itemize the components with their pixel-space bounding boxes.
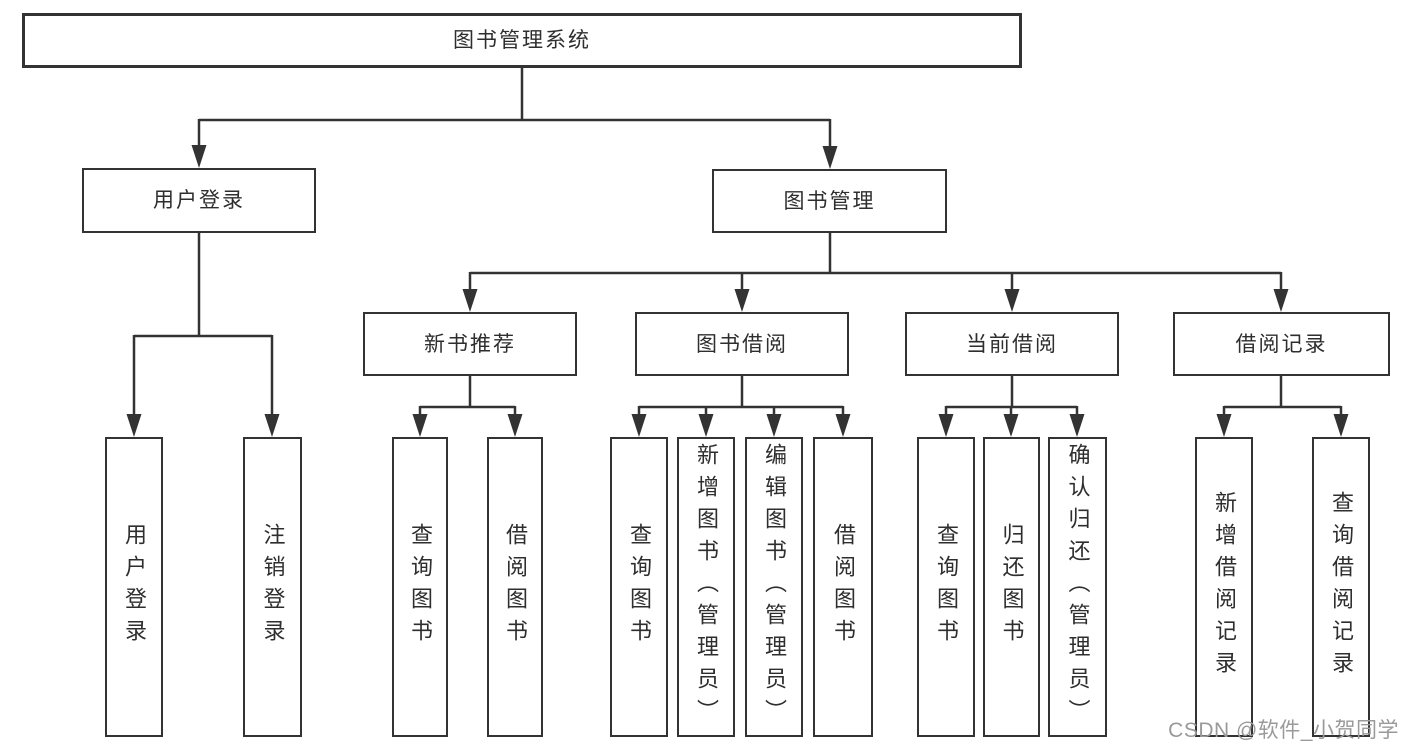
node-book-management-box: 图书管理 [712,169,947,233]
arrowhead-down-icon [734,289,750,312]
leaf-query-books-3-label: 查询图书 [934,523,959,651]
node-borrow-records-label: 借阅记录 [1235,332,1328,356]
node-book-borrow-box: 图书借阅 [635,312,849,376]
leaf-borrow-books-2-label: 借阅图书 [831,523,856,651]
node-user-login-label: 用户登录 [153,189,245,212]
leaf-user-login-box: 用户登录 [105,437,163,737]
leaf-logout-box: 注销登录 [243,437,302,737]
arrowhead-down-icon [126,414,142,437]
arrowhead-down-icon [1004,289,1020,312]
node-library-management-system-label: 图书管理系统 [453,29,591,52]
leaf-user-login-label: 用户登录 [122,523,147,651]
leaf-return-books-box: 归还图书 [983,437,1040,737]
leaf-query-borrow-record-label: 查询借阅记录 [1329,491,1354,683]
leaf-borrow-books-1-label: 借阅图书 [503,523,528,651]
node-book-borrow-label: 图书借阅 [696,332,788,356]
arrowhead-down-icon [462,289,478,312]
leaf-add-borrow-record-box: 新增借阅记录 [1195,437,1253,737]
leaf-add-books-admin-label: 新增图书（管理员） [694,443,719,731]
connector-path [132,68,1343,420]
leaf-query-books-1-label: 查询图书 [408,523,433,651]
leaf-edit-books-admin-label: 编辑图书（管理员） [762,443,787,731]
leaf-logout-label: 注销登录 [260,523,286,651]
node-borrow-records-box: 借阅记录 [1173,312,1390,376]
arrowhead-down-icon [835,414,851,437]
node-current-borrow-label: 当前借阅 [966,332,1058,356]
arrowhead-down-icon [822,146,838,169]
leaf-confirm-return-admin-label: 确认归还（管理员） [1065,443,1091,731]
arrowhead-down-icon [1069,414,1085,437]
node-new-book-recommend-label: 新书推荐 [424,332,516,356]
leaf-query-books-2-box: 查询图书 [610,437,668,737]
arrowhead-down-icon [631,414,647,437]
leaf-query-books-2-label: 查询图书 [627,523,652,651]
leaf-return-books-label: 归还图书 [999,523,1025,651]
leaf-confirm-return-admin-box: 确认归还（管理员） [1048,437,1107,737]
arrowhead-down-icon [412,414,428,437]
leaf-borrow-books-1-box: 借阅图书 [487,437,543,737]
watermark-text: CSDN @软件_小贺同学 [1168,719,1399,742]
leaf-query-books-3-box: 查询图书 [917,437,975,737]
node-new-book-recommend-box: 新书推荐 [363,312,577,376]
arrowhead-down-icon [698,414,714,437]
leaf-query-books-1-box: 查询图书 [392,437,448,737]
arrowhead-down-icon [1273,289,1289,312]
leaf-add-borrow-record-label: 新增借阅记录 [1212,491,1237,683]
arrowhead-down-icon [766,414,782,437]
arrowhead-down-icon [1003,414,1019,437]
leaf-borrow-books-2-box: 借阅图书 [813,437,873,737]
leaf-add-books-admin-box: 新增图书（管理员） [677,437,735,737]
node-user-login-box: 用户登录 [82,168,316,233]
leaf-edit-books-admin-box: 编辑图书（管理员） [745,437,803,737]
arrowhead-down-icon [1216,414,1232,437]
node-library-management-system-box: 图书管理系统 [22,13,1022,68]
node-book-management-label: 图书管理 [783,189,876,213]
node-current-borrow-box: 当前借阅 [905,312,1119,376]
arrowhead-down-icon [1333,414,1349,437]
arrowhead-down-icon [191,145,207,168]
arrowhead-down-icon [264,414,280,437]
arrowhead-down-icon [507,414,523,437]
arrowhead-down-icon [938,414,954,437]
leaf-query-borrow-record-box: 查询借阅记录 [1312,437,1370,737]
